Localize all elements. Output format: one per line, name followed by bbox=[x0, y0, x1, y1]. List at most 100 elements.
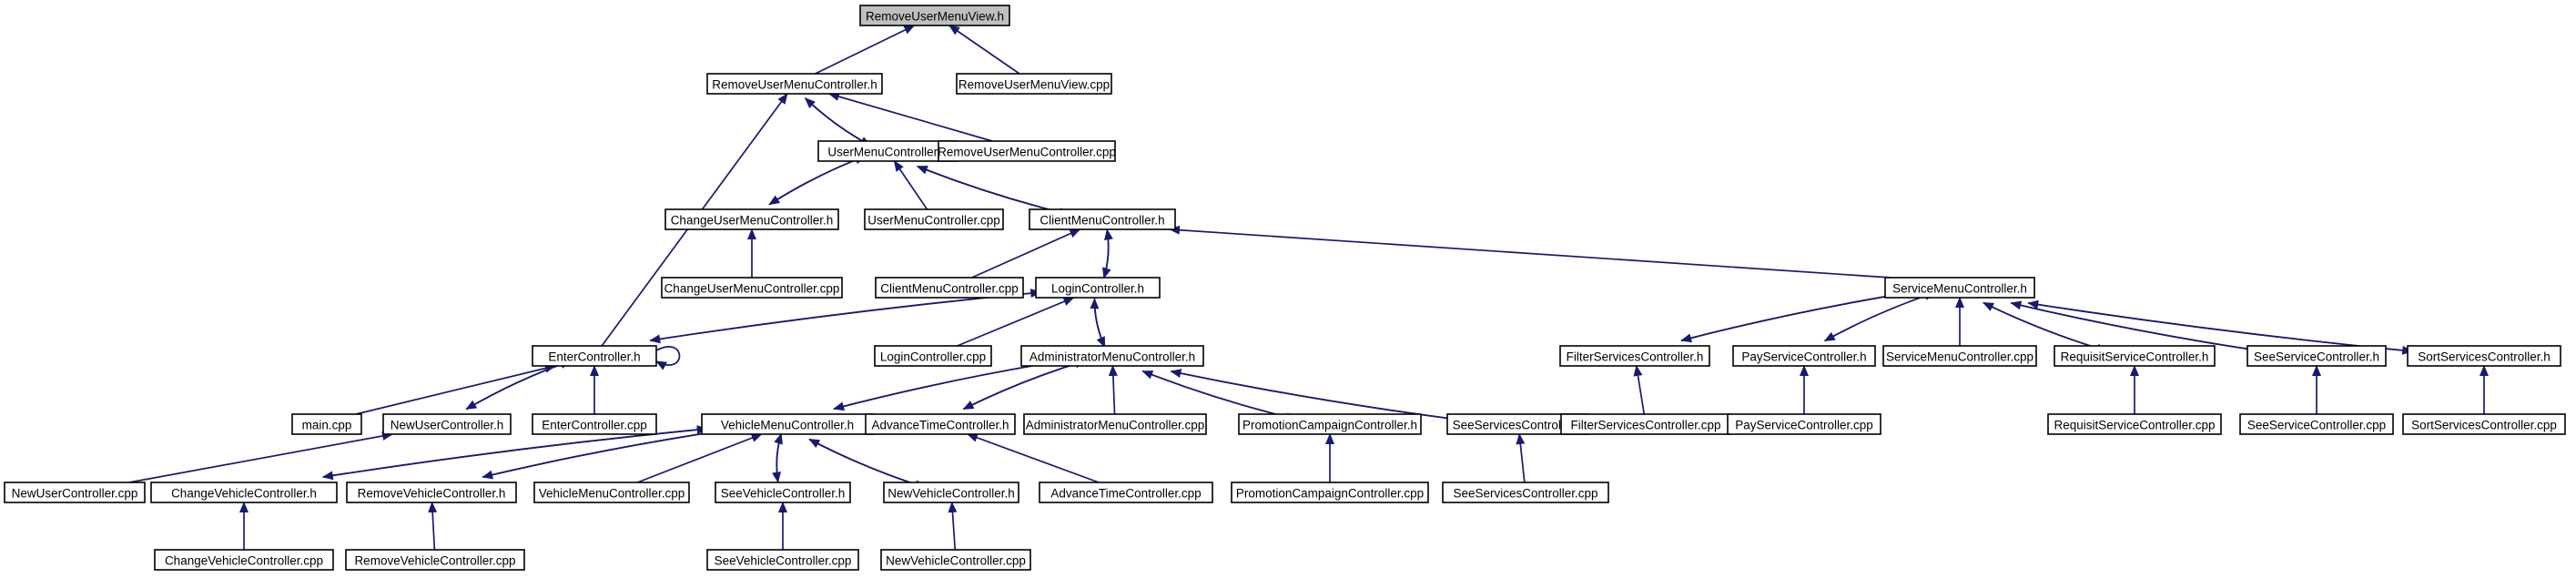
node-removeusermenuview-h[interactable]: RemoveUserMenuView.h bbox=[859, 5, 1010, 26]
node-administratormenucontroller-cpp[interactable]: AdministratorMenuController.cpp bbox=[1023, 413, 1207, 435]
edge-newusercontroller-h-to-entercontroller-h bbox=[465, 360, 572, 411]
node-logincontroller-h[interactable]: LoginController.h bbox=[1035, 277, 1161, 299]
node-removevehiclecontroller-h[interactable]: RemoveVehicleController.h bbox=[346, 482, 517, 503]
edge-usermenucontroller-h-to-changeusermenucontroller-h bbox=[768, 155, 866, 206]
node-entercontroller-h[interactable]: EnterController.h bbox=[532, 345, 657, 367]
edge-vehiclemenucontroller-h-to-newvehiclecontroller-h bbox=[808, 438, 927, 489]
node-box bbox=[2246, 345, 2387, 367]
node-advancetimecontroller-h[interactable]: AdvanceTimeController.h bbox=[865, 413, 1016, 435]
node-clientmenucontroller-h[interactable]: ClientMenuController.h bbox=[1029, 208, 1176, 230]
node-box bbox=[883, 482, 1019, 503]
edge-main-cpp-to-entercontroller-h bbox=[355, 363, 556, 415]
node-label: VehicleMenuController.h bbox=[721, 419, 854, 432]
edge-servicemenucontroller-h-to-filterservicescontroller-h bbox=[1680, 291, 1912, 343]
node-box bbox=[2239, 413, 2394, 435]
node-label: PayServiceController.h bbox=[1741, 350, 1866, 364]
node-box bbox=[938, 140, 1116, 162]
edge-administratormenucontroller-h-to-logincontroller-h bbox=[1090, 298, 1106, 348]
node-main-cpp[interactable]: main.cpp bbox=[291, 413, 362, 435]
edge-advancetimecontroller-h-to-administratormenucontroller-h bbox=[963, 359, 1087, 411]
edge-usermenucontroller-cpp-to-usermenucontroller-h bbox=[893, 160, 928, 210]
node-vehiclemenucontroller-h[interactable]: VehicleMenuController.h bbox=[701, 413, 874, 435]
node-box bbox=[864, 208, 1004, 230]
node-newvehiclecontroller-h[interactable]: NewVehicleController.h bbox=[883, 482, 1019, 503]
node-box bbox=[382, 413, 512, 435]
edge-administratormenucontroller-h-to-seeservicescontroller-h bbox=[1171, 370, 1459, 423]
node-label: PromotionCampaignController.h bbox=[1242, 419, 1417, 432]
node-newusercontroller-cpp[interactable]: NewUserController.cpp bbox=[4, 482, 146, 503]
node-label: RemoveVehicleController.cpp bbox=[354, 554, 515, 568]
node-promotioncampaigncontroller-cpp[interactable]: PromotionCampaignController.cpp bbox=[1231, 482, 1429, 503]
edge-administratormenucontroller-cpp-to-administratormenucontroller-h bbox=[1108, 365, 1118, 415]
edge-removeusermenuview-cpp-to-removeusermenuview-h bbox=[948, 25, 1020, 75]
node-label: SortServicesController.cpp bbox=[2411, 419, 2557, 432]
node-seeservicecontroller-h[interactable]: SeeServiceController.h bbox=[2246, 345, 2387, 367]
edge-seeservicecontroller-h-to-servicemenucontroller-h bbox=[2010, 300, 2264, 352]
node-seevehiclecontroller-cpp[interactable]: SeeVehicleController.cpp bbox=[706, 549, 859, 571]
node-box bbox=[1442, 482, 1609, 503]
node-box bbox=[875, 277, 1024, 299]
edge-administratormenucontroller-h-to-advancetimecontroller-h bbox=[962, 360, 1086, 411]
node-administratormenucontroller-h[interactable]: AdministratorMenuController.h bbox=[1020, 345, 1204, 367]
node-removeusermenucontroller-cpp[interactable]: RemoveUserMenuController.cpp bbox=[938, 140, 1116, 162]
node-box bbox=[291, 413, 362, 435]
node-label: AdministratorMenuController.cpp bbox=[1026, 419, 1205, 432]
edge-removeusermenucontroller-cpp-to-removeusermenucontroller-h bbox=[827, 92, 993, 142]
node-servicemenucontroller-cpp[interactable]: ServiceMenuController.cpp bbox=[1882, 345, 2037, 367]
edge-payservicecontroller-h-to-servicemenucontroller-h bbox=[1824, 291, 1936, 342]
node-payservicecontroller-cpp[interactable]: PayServiceController.cpp bbox=[1727, 413, 1881, 435]
node-label: ServiceMenuController.cpp bbox=[1886, 350, 2033, 364]
node-payservicecontroller-h[interactable]: PayServiceController.h bbox=[1732, 345, 1876, 367]
node-seeservicescontroller-cpp[interactable]: SeeServicesController.cpp bbox=[1442, 482, 1609, 503]
node-sortservicescontroller-cpp[interactable]: SortServicesController.cpp bbox=[2402, 413, 2566, 435]
node-label: RemoveUserMenuView.h bbox=[866, 10, 1004, 24]
node-changevehiclecontroller-cpp[interactable]: ChangeVehicleController.cpp bbox=[154, 549, 334, 571]
node-label: NewUserController.cpp bbox=[12, 487, 138, 501]
node-requisitservicecontroller-cpp[interactable]: RequisitServiceController.cpp bbox=[2047, 413, 2222, 435]
edge-vehiclemenucontroller-h-to-administratormenucontroller-h bbox=[833, 357, 1065, 410]
node-label: EnterController.h bbox=[548, 350, 640, 364]
node-requisitservicecontroller-h[interactable]: RequisitServiceController.h bbox=[2054, 345, 2216, 367]
node-box bbox=[532, 413, 657, 435]
node-box bbox=[1727, 413, 1881, 435]
node-filterservicescontroller-cpp[interactable]: FilterServicesController.cpp bbox=[1560, 413, 1731, 435]
node-box bbox=[1884, 277, 2035, 299]
node-box bbox=[533, 482, 690, 503]
node-usermenucontroller-h[interactable]: UserMenuController.h bbox=[817, 140, 958, 162]
node-box bbox=[2054, 345, 2216, 367]
node-box bbox=[661, 277, 843, 299]
node-box bbox=[1732, 345, 1876, 367]
node-label: main.cpp bbox=[302, 419, 352, 432]
node-newvehiclecontroller-cpp[interactable]: NewVehicleController.cpp bbox=[880, 549, 1031, 571]
node-logincontroller-cpp[interactable]: LoginController.cpp bbox=[874, 345, 992, 367]
node-label: ChangeUserMenuController.cpp bbox=[664, 282, 840, 296]
edge-usermenucontroller-h-to-clientmenucontroller-h bbox=[917, 165, 1070, 217]
node-sortservicescontroller-h[interactable]: SortServicesController.h bbox=[2407, 345, 2561, 367]
node-usermenucontroller-cpp[interactable]: UserMenuController.cpp bbox=[864, 208, 1004, 230]
node-box bbox=[345, 549, 525, 571]
node-clientmenucontroller-cpp[interactable]: ClientMenuController.cpp bbox=[875, 277, 1024, 299]
node-vehiclemenucontroller-cpp[interactable]: VehicleMenuController.cpp bbox=[533, 482, 690, 503]
node-seeservicecontroller-cpp[interactable]: SeeServiceController.cpp bbox=[2239, 413, 2394, 435]
node-filterservicescontroller-h[interactable]: FilterServicesController.h bbox=[1559, 345, 1710, 367]
edge-logincontroller-cpp-to-logincontroller-h bbox=[957, 297, 1075, 347]
node-changevehiclecontroller-h[interactable]: ChangeVehicleController.h bbox=[150, 482, 338, 503]
node-removeusermenucontroller-h[interactable]: RemoveUserMenuController.h bbox=[706, 73, 883, 95]
edge-filterservicescontroller-h-to-servicemenucontroller-h bbox=[1680, 289, 1912, 341]
node-removeusermenuview-cpp[interactable]: RemoveUserMenuView.cpp bbox=[956, 73, 1112, 95]
node-seevehiclecontroller-h[interactable]: SeeVehicleController.h bbox=[715, 482, 851, 503]
node-changeusermenucontroller-cpp[interactable]: ChangeUserMenuController.cpp bbox=[661, 277, 843, 299]
node-changeusermenucontroller-h[interactable]: ChangeUserMenuController.h bbox=[664, 208, 839, 230]
node-entercontroller-cpp[interactable]: EnterController.cpp bbox=[532, 413, 657, 435]
node-seeservicescontroller-h[interactable]: SeeServicesController.h bbox=[1446, 413, 1590, 435]
node-removevehiclecontroller-cpp[interactable]: RemoveVehicleController.cpp bbox=[345, 549, 525, 571]
node-servicemenucontroller-h[interactable]: ServiceMenuController.h bbox=[1884, 277, 2035, 299]
edge-advancetimecontroller-cpp-to-advancetimecontroller-h bbox=[966, 433, 1100, 483]
edge-removeusermenucontroller-h-to-usermenucontroller-h bbox=[805, 97, 872, 147]
edge-newusercontroller-cpp-to-newusercontroller-h bbox=[128, 431, 393, 483]
node-newusercontroller-h[interactable]: NewUserController.h bbox=[382, 413, 512, 435]
node-label: ChangeUserMenuController.h bbox=[671, 214, 834, 228]
node-promotioncampaigncontroller-h[interactable]: PromotionCampaignController.h bbox=[1238, 413, 1422, 435]
edge-removeusermenucontroller-h-to-removeusermenuview-h bbox=[815, 25, 916, 75]
node-advancetimecontroller-cpp[interactable]: AdvanceTimeController.cpp bbox=[1039, 482, 1213, 503]
